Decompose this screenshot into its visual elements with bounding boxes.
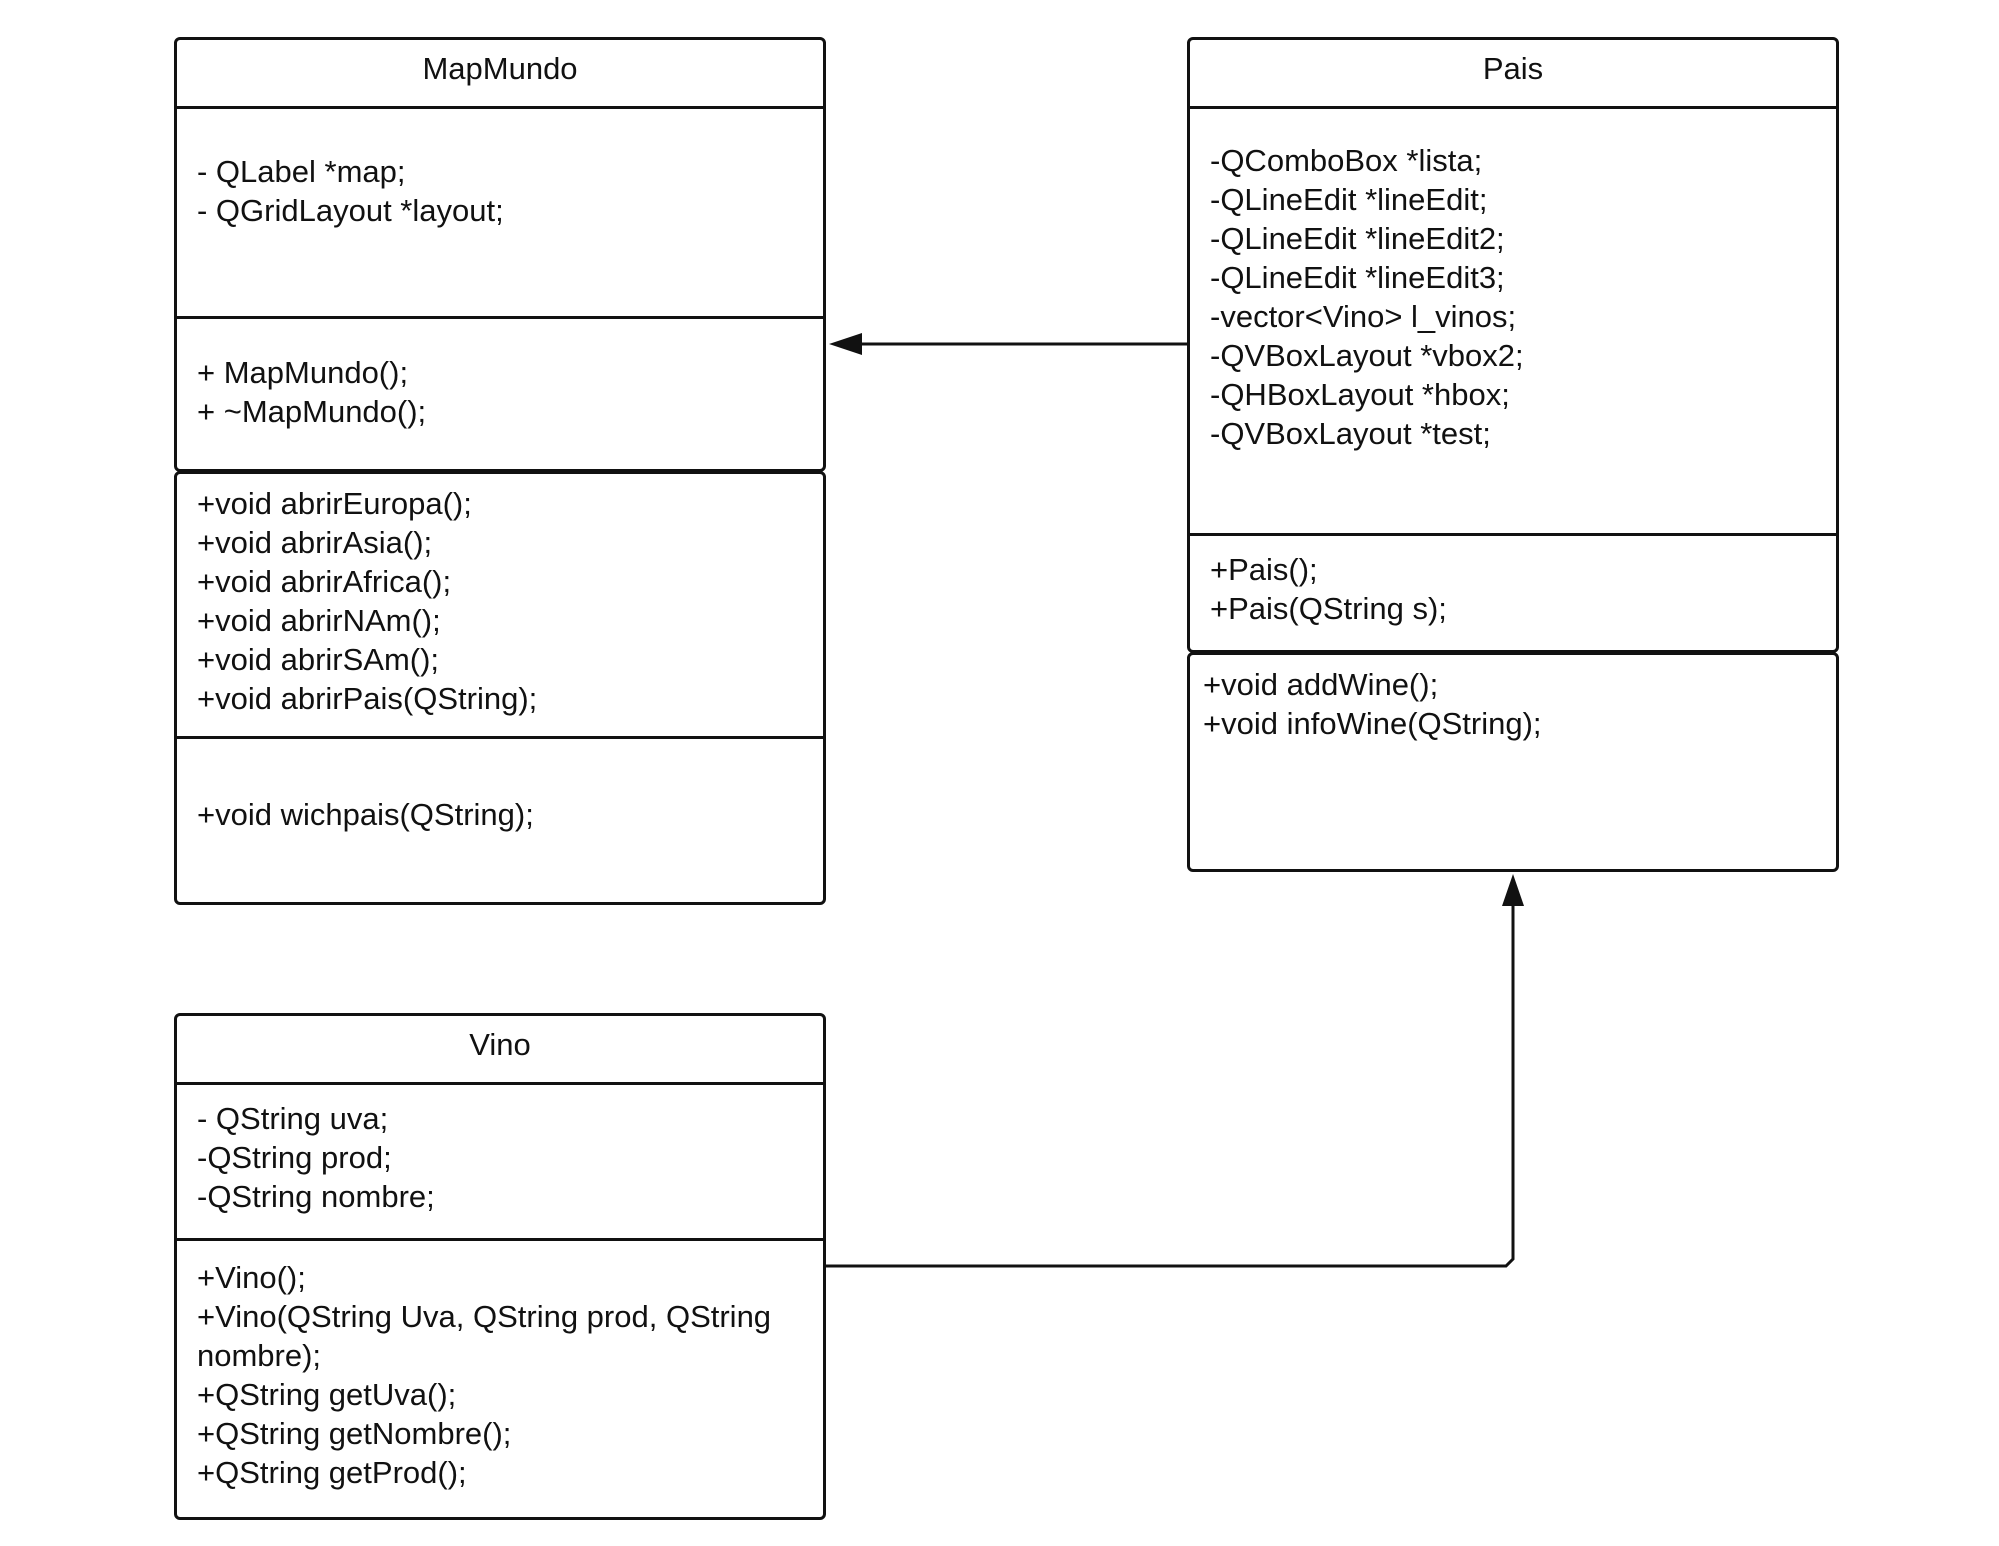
class-pais-methods: +void addWine(); +void infoWine(QString)… — [1187, 652, 1839, 872]
method: +void infoWine(QString); — [1203, 706, 1542, 741]
method: +Pais(QString s); — [1210, 591, 1447, 626]
class-title: MapMundo — [422, 51, 578, 86]
method: + MapMundo(); — [197, 355, 409, 390]
method: +void abrirSAm(); — [197, 642, 440, 677]
attribute: -QVBoxLayout *test; — [1210, 416, 1491, 451]
arrow-vino-to-pais — [826, 874, 1524, 1268]
class-pais-header: Pais -QComboBox *lista; -QLineEdit *line… — [1187, 37, 1839, 653]
attribute: -QHBoxLayout *hbox; — [1210, 377, 1510, 412]
arrow-line — [826, 905, 1515, 1268]
section-divider — [177, 1082, 823, 1085]
attribute: -QLineEdit *lineEdit2; — [1210, 221, 1505, 256]
attribute: -QString nombre; — [197, 1179, 435, 1214]
method: nombre); — [197, 1338, 322, 1373]
attribute: -QString prod; — [197, 1140, 392, 1175]
class-title: Pais — [1482, 51, 1544, 86]
method: +void abrirAfrica(); — [197, 564, 452, 599]
attribute: -QLineEdit *lineEdit; — [1210, 182, 1488, 217]
method: +QString getNombre(); — [197, 1416, 512, 1451]
section-divider — [1190, 106, 1836, 109]
attribute: - QGridLayout *layout; — [197, 193, 504, 228]
class-title: Vino — [469, 1027, 531, 1062]
method: +void wichpais(QString); — [197, 797, 534, 832]
section-divider — [177, 106, 823, 109]
method: +void addWine(); — [1203, 667, 1439, 702]
attribute: -QLineEdit *lineEdit3; — [1210, 260, 1505, 295]
method: +Vino(QString Uva, QString prod, QString — [197, 1299, 772, 1334]
method: +QString getProd(); — [197, 1455, 467, 1490]
attribute: - QString uva; — [197, 1101, 389, 1136]
class-mapmundo-methods: +void abrirEuropa(); +void abrirAsia(); … — [174, 471, 826, 905]
method: +QString getUva(); — [197, 1377, 457, 1412]
method: +Pais(); — [1210, 552, 1318, 587]
attribute: - QLabel *map; — [197, 154, 406, 189]
section-divider — [177, 316, 823, 319]
attribute: -QComboBox *lista; — [1210, 143, 1483, 178]
method: +void abrirNAm(); — [197, 603, 441, 638]
method: +void abrirEuropa(); — [197, 486, 472, 521]
method: +void abrirAsia(); — [197, 525, 433, 560]
arrow-head — [1502, 874, 1524, 906]
method: + ~MapMundo(); — [197, 394, 427, 429]
method: +Vino(); — [197, 1260, 306, 1295]
section-divider — [177, 1238, 823, 1241]
class-vino: Vino - QString uva; -QString prod; -QStr… — [174, 1013, 826, 1520]
section-divider — [1190, 533, 1836, 536]
arrow-head — [829, 333, 862, 355]
section-divider — [177, 736, 823, 739]
class-mapmundo-header: MapMundo - QLabel *map; - QGridLayout *l… — [174, 37, 826, 472]
attribute: -QVBoxLayout *vbox2; — [1210, 338, 1524, 373]
method: +void abrirPais(QString); — [197, 681, 538, 716]
arrow-pais-to-mapmundo — [829, 333, 1187, 355]
attribute: -vector<Vino> l_vinos; — [1210, 299, 1517, 334]
